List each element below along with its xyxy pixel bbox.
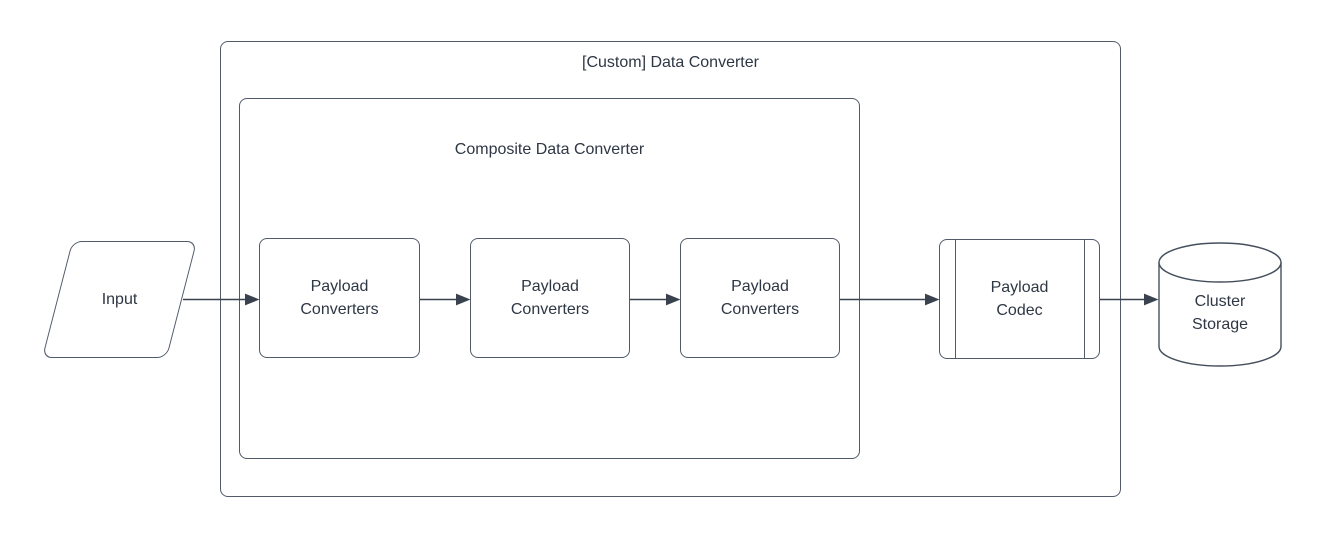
payload-codec-node: Payload Codec [939,239,1100,359]
subroutine-bar-right [1084,240,1085,358]
cylinder-shape [1158,242,1282,367]
payload-converters-label: Payload Converters [720,278,800,318]
payload-converters-label: Payload Converters [300,278,379,318]
custom-data-converter-title: [Custom] Data Converter [582,54,759,71]
cluster-storage-node: Cluster Storage [1158,242,1282,367]
payload-codec-label: Payload Codec [990,279,1049,319]
payload-converters-node-3: Payload Converters [680,238,840,358]
composite-data-converter-title: Composite Data Converter [454,141,645,158]
payload-converters-label: Payload Converters [510,278,590,318]
payload-converters-node-2: Payload Converters [470,238,630,358]
cluster-storage-label: Cluster Storage [1191,292,1249,333]
input-label: Input [101,291,138,308]
subroutine-bar-left [955,240,956,358]
payload-converters-node-1: Payload Converters [259,238,420,358]
input-node: Input [41,241,198,358]
